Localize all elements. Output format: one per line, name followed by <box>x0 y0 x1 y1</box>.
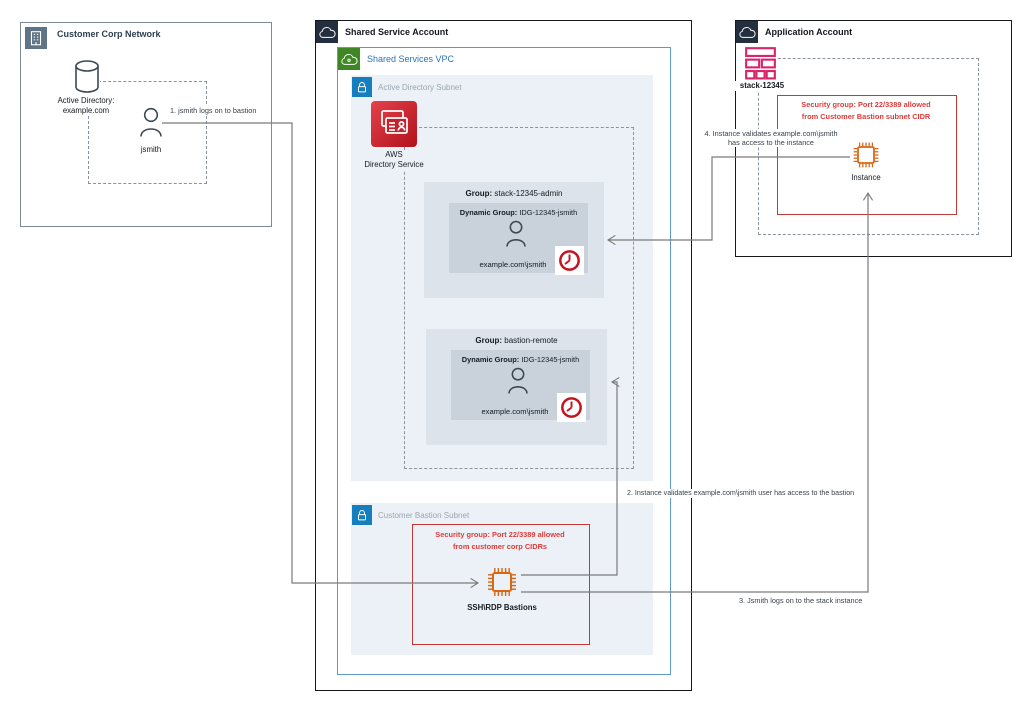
stack-instance-chip-icon <box>850 139 882 171</box>
subnet-lock-icon <box>352 77 372 97</box>
group-user-icon-2 <box>507 367 529 394</box>
application-account-title: Application Account <box>765 27 853 37</box>
corp-network-title: Customer Corp Network <box>57 29 161 39</box>
group-value: bastion-remote <box>504 336 558 345</box>
aws-account-cloud-icon <box>736 21 758 43</box>
annotation-step3: 3. Jsmith logs on to the stack instance <box>739 596 863 605</box>
dynamic-group-title-2: Dynamic Group: IDG-12345-jsmith <box>451 355 590 364</box>
dynamic-group-value: IDG-12345-jsmith <box>519 208 578 217</box>
bastion-instance-chip-icon <box>484 564 520 600</box>
corporate-building-icon <box>25 27 47 49</box>
bastion-label: SSH\RDP Bastions <box>467 603 537 612</box>
cloudformation-stack-icon <box>744 46 777 81</box>
annotation-step4: 4. Instance validates example.com\jsmith… <box>695 129 847 147</box>
user-icon <box>139 107 163 137</box>
active-directory-label-line2: example.com <box>62 106 110 115</box>
group-user-icon-1 <box>505 220 527 247</box>
active-directory-database-icon <box>74 60 100 94</box>
stack-label: stack-12345 <box>731 81 793 91</box>
instance-label: Instance <box>851 173 881 182</box>
instance-sg-text-line2: from Customer Bastion subnet CIDR <box>801 112 931 121</box>
bastion-sg-text-line1: Security group: Port 22/3389 allowed <box>435 530 565 539</box>
annotation-step2: 2. Instance validates example.com\jsmith… <box>627 489 855 498</box>
aws-account-cloud-icon <box>316 21 338 43</box>
bastion-sg-text-line2: from customer corp CIDRs <box>452 542 548 551</box>
group-stack-admin-title: Group: stack-12345-admin <box>424 189 604 198</box>
directory-service-label: AWS Directory Service <box>354 150 434 170</box>
vpc-title: Shared Services VPC <box>367 54 455 64</box>
subnet-lock-icon <box>352 505 372 525</box>
group-label: Group: <box>465 189 493 198</box>
directory-service-label-line1: AWS <box>385 150 403 159</box>
group-bastion-remote-title: Group: bastion-remote <box>426 336 607 345</box>
bastion-subnet-title: Customer Bastion Subnet <box>378 511 470 520</box>
shared-account-title: Shared Service Account <box>345 27 449 37</box>
time-limited-clock-icon-1 <box>555 246 584 275</box>
user-label: jsmith <box>140 145 162 154</box>
ad-subnet-title: Active Directory Subnet <box>378 83 462 92</box>
group-value: stack-12345-admin <box>494 189 563 198</box>
active-directory-label-line1: Active Directory: <box>57 96 115 105</box>
active-directory-label: Active Directory: example.com <box>44 96 128 116</box>
group-member-2: example.com\jsmith <box>481 407 549 416</box>
group-label: Group: <box>475 336 503 345</box>
directory-service-label-line2: Directory Service <box>364 160 424 169</box>
vpc-cloud-icon <box>338 48 360 70</box>
annotation-step1: 1. jsmith logs on to bastion <box>170 106 257 115</box>
annotation-step4-line2: has access to the instance <box>728 138 814 147</box>
time-limited-clock-icon-2 <box>557 393 586 422</box>
annotation-step4-line1: 4. Instance validates example.com\jsmith <box>704 129 838 138</box>
dynamic-group-title-1: Dynamic Group: IDG-12345-jsmith <box>449 208 588 217</box>
aws-directory-service-icon <box>371 101 417 147</box>
group-member-1: example.com\jsmith <box>479 260 547 269</box>
instance-sg-text-line1: Security group: Port 22/3389 allowed <box>801 100 931 109</box>
dynamic-group-label: Dynamic Group: <box>461 355 520 364</box>
dynamic-group-value: IDG-12345-jsmith <box>521 355 580 364</box>
dynamic-group-label: Dynamic Group: <box>459 208 518 217</box>
